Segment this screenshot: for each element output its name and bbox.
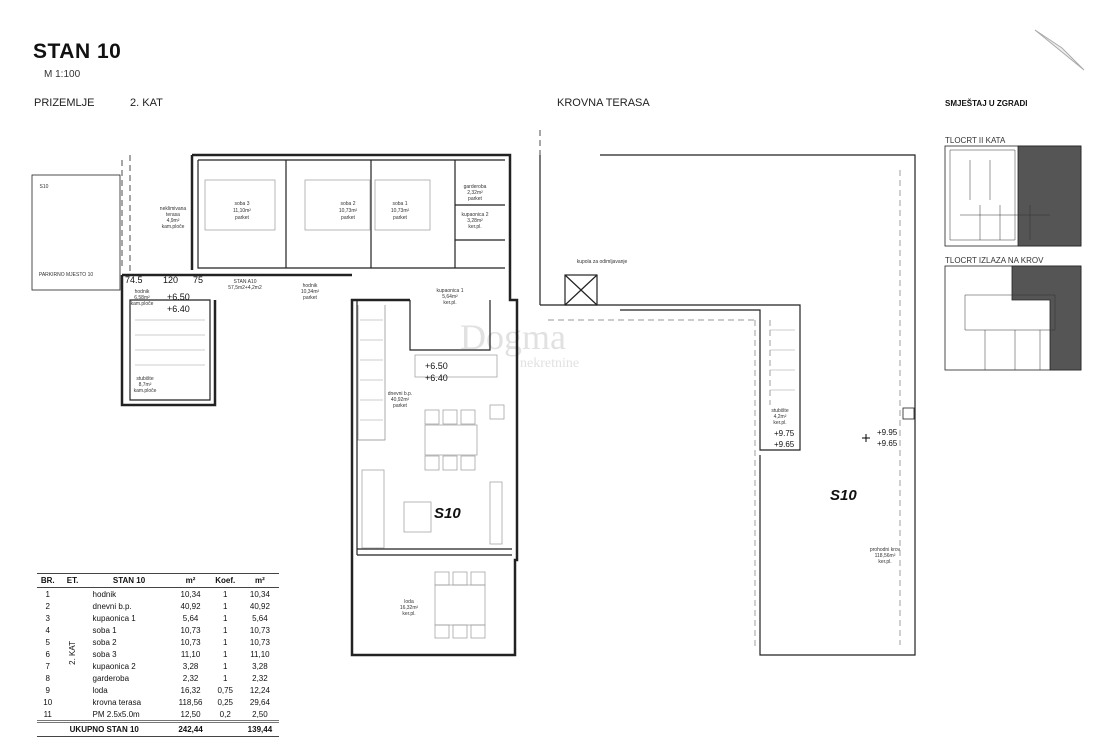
furniture <box>204 179 505 639</box>
roof-walls <box>539 130 916 656</box>
dim-1: 74.5 <box>125 275 143 285</box>
parking-tag: S10 <box>40 184 49 190</box>
keyplan-roof-highlight <box>1011 265 1082 371</box>
level-3: +6.50 <box>425 361 448 371</box>
section-krovna-terasa: KROVNA TERASA <box>557 97 650 109</box>
roof-stair-level-2: +9.65 <box>774 440 795 449</box>
level-4: +6.40 <box>425 373 448 383</box>
roof-stair-level-1: +9.75 <box>774 429 795 438</box>
roof-level-1: +9.95 <box>877 428 898 437</box>
floor-label: 2. KAT <box>68 641 78 665</box>
unit-tag-floor: S10 <box>434 505 461 522</box>
parking-space <box>31 174 121 291</box>
chimney-label: kupola za odimljavanje <box>577 259 628 265</box>
drain-icon <box>902 407 915 420</box>
level-marker-icon <box>862 434 870 442</box>
keyplan-title: SMJEŠTAJ U ZGRADI <box>945 99 1028 108</box>
section-2-kat: 2. KAT <box>130 97 163 109</box>
chimney-icon <box>564 274 598 306</box>
dim-3: 75 <box>193 275 203 285</box>
roof-level-2: +9.65 <box>877 439 898 448</box>
interior-walls <box>129 159 512 556</box>
keyplan-roof <box>944 265 1082 371</box>
section-prizemlje: PRIZEMLJE <box>34 97 95 109</box>
parking-label: PARKIRNO MJESTO 10 <box>39 272 93 278</box>
keyplan-floor-label: TLOCRT II KATA <box>945 136 1006 145</box>
level-1: +6.50 <box>167 292 190 302</box>
page-title: STAN 10 <box>33 40 122 63</box>
north-arrow-icon <box>1034 29 1085 71</box>
keyplan-floor-highlight <box>1017 145 1082 247</box>
unit-tag-roof: S10 <box>830 487 857 504</box>
dim-2: 120 <box>163 275 178 285</box>
level-2: +6.40 <box>167 304 190 314</box>
scale-label: M 1:100 <box>44 69 81 80</box>
floor-walls <box>120 153 519 657</box>
stair-treads <box>135 319 383 421</box>
keyplan-floor <box>944 145 1082 247</box>
keyplan-roof-label: TLOCRT IZLAZA NA KROV <box>945 256 1044 265</box>
